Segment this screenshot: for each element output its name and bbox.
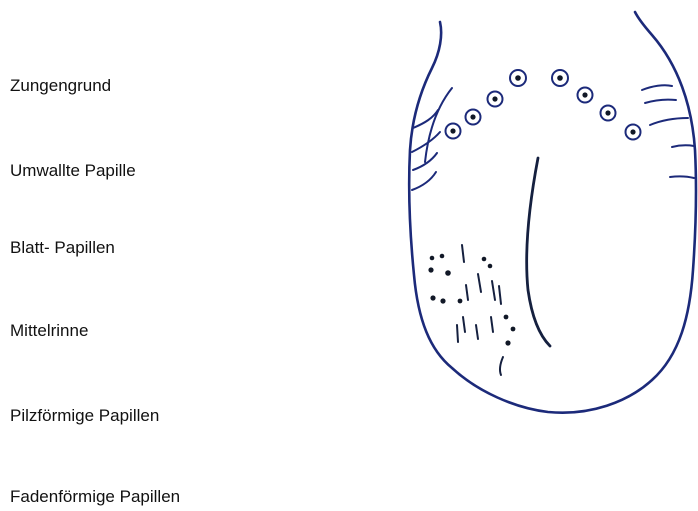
median-groove	[527, 158, 550, 346]
circumvallate-papillae	[446, 70, 641, 140]
tongue-outline	[409, 12, 696, 413]
fungiform-papillae	[428, 254, 515, 346]
filiform-papillae	[457, 245, 503, 375]
